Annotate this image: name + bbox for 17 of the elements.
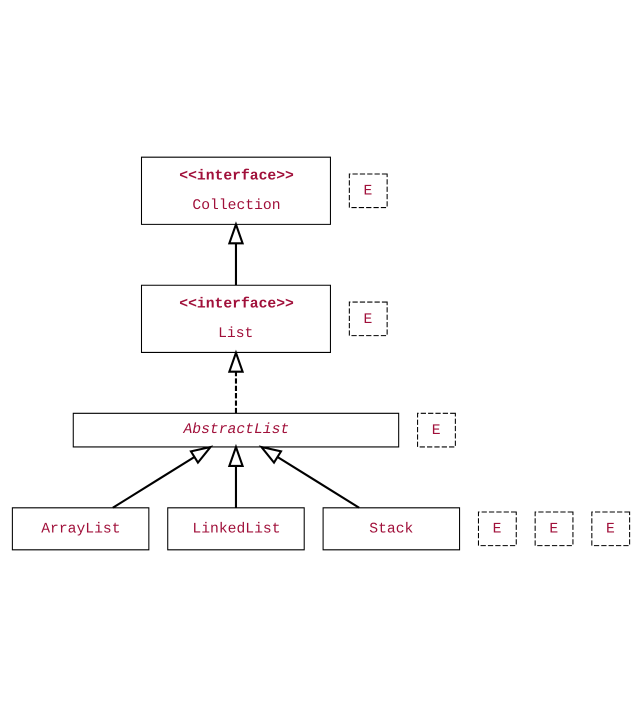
arrow: [258, 444, 360, 508]
arrow: [228, 220, 244, 285]
node-box: E: [417, 412, 456, 447]
node-box: Stack: [322, 506, 460, 550]
arrow: [228, 443, 244, 508]
node-box: E: [591, 510, 630, 546]
arrow: [228, 349, 244, 412]
node-box: E: [348, 301, 388, 336]
node-box: E: [534, 510, 574, 546]
node-box: LinkedList: [167, 506, 305, 550]
node-box: ArrayList: [12, 506, 150, 550]
node-box: E: [478, 510, 517, 546]
arrow: [112, 444, 214, 508]
node-box: AbstractList: [72, 412, 400, 447]
node-box: E: [348, 172, 388, 208]
node-box: <<interface>> Collection: [140, 156, 331, 224]
node-box: <<interface>> List: [140, 284, 331, 352]
